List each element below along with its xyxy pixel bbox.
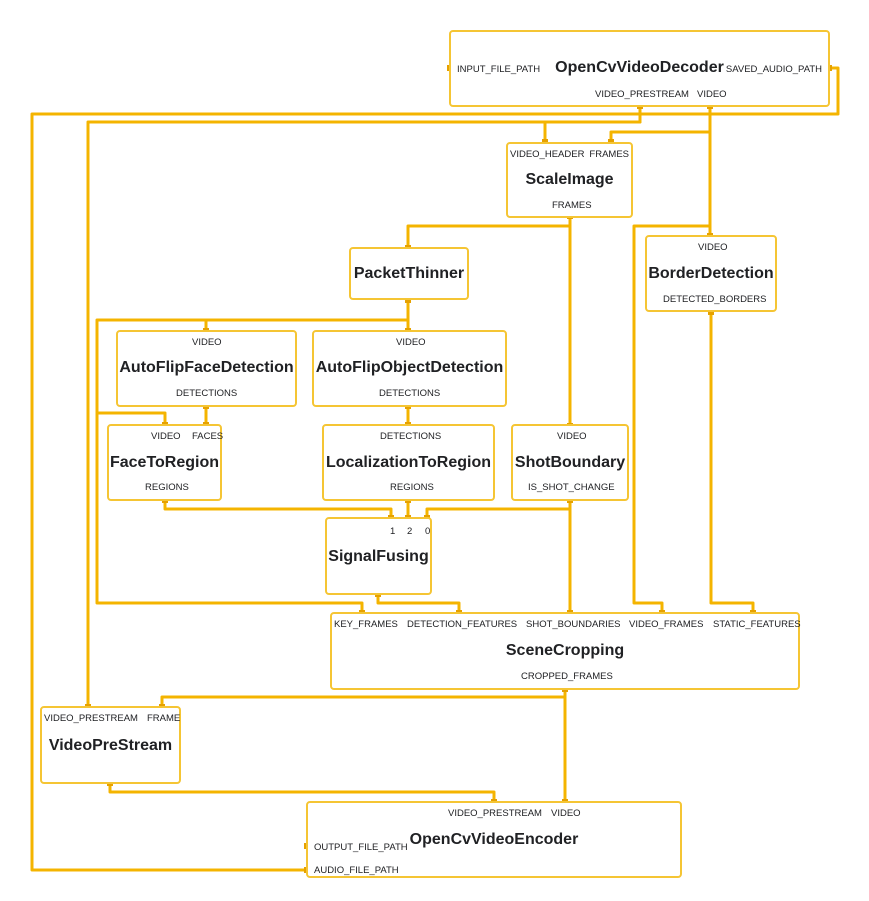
edge-video-to-scaleimage-frames <box>609 106 712 142</box>
port-video-prestream[interactable]: VIDEO_PRESTREAM <box>595 89 689 100</box>
node-video-prestream[interactable]: VIDEO_PRESTREAM FRAME VideoPreStream <box>40 706 181 784</box>
port-detections[interactable]: DETECTIONS <box>176 388 238 399</box>
edge-shotboundary-to-fusing <box>425 500 572 518</box>
port-video[interactable]: VIDEO <box>151 431 181 442</box>
port-output-file-path[interactable]: OUTPUT_FILE_PATH <box>314 842 408 853</box>
port-faces[interactable]: FACES <box>192 431 224 442</box>
port-index-1[interactable]: 1 <box>390 526 396 537</box>
node-title: BorderDetection <box>648 265 774 282</box>
edge-saved-audio-path <box>32 66 840 116</box>
edge-prestream-to-scaleimage <box>543 106 642 142</box>
port-video-prestream[interactable]: VIDEO_PRESTREAM <box>448 808 542 819</box>
port-video-header[interactable]: VIDEO_HEADER <box>510 149 585 160</box>
port-audio-file-path[interactable]: AUDIO_FILE_PATH <box>314 865 399 876</box>
edge-scaleimage-to-packetthinner <box>406 216 572 248</box>
edge-packetthinner-to-keyframes <box>95 318 364 613</box>
edge-borderdetection-to-staticfeatures <box>709 312 755 613</box>
port-detection-features[interactable]: DETECTION_FEATURES <box>407 619 518 630</box>
node-title: PacketThinner <box>353 265 465 282</box>
edge-facetoregion-to-fusing <box>163 500 393 518</box>
node-packet-thinner[interactable]: PacketThinner <box>349 247 469 300</box>
node-opencv-video-encoder[interactable]: VIDEO_PRESTREAM VIDEO OpenCvVideoEncoder… <box>306 801 682 878</box>
port-detected-borders[interactable]: DETECTED_BORDERS <box>663 294 767 305</box>
node-title: ScaleImage <box>525 171 614 188</box>
port-input-file-path[interactable]: INPUT_FILE_PATH <box>457 64 541 75</box>
node-title: LocalizationToRegion <box>325 454 492 471</box>
node-title: SignalFusing <box>328 548 429 565</box>
node-autoflip-face-detection[interactable]: VIDEO AutoFlipFaceDetection DETECTIONS <box>116 330 297 407</box>
port-shot-boundaries[interactable]: SHOT_BOUNDARIES <box>526 619 621 630</box>
port-index-2[interactable]: 2 <box>407 526 413 537</box>
node-title: SceneCropping <box>505 642 625 659</box>
port-video[interactable]: VIDEO <box>697 89 727 100</box>
port-video-prestream[interactable]: VIDEO_PRESTREAM <box>44 713 138 724</box>
node-title: FaceToRegion <box>109 454 220 471</box>
port-static-features[interactable]: STATIC_FEATURES <box>713 619 801 630</box>
port-video[interactable]: VIDEO <box>192 337 222 348</box>
node-scene-cropping[interactable]: KEY_FRAMES DETECTION_FEATURES SHOT_BOUND… <box>330 612 801 690</box>
port-frame[interactable]: FRAME <box>147 713 181 724</box>
node-shot-boundary[interactable]: VIDEO ShotBoundary IS_SHOT_CHANGE <box>511 424 629 501</box>
port-dot <box>708 309 714 315</box>
node-localization-to-region[interactable]: DETECTIONS LocalizationToRegion REGIONS <box>322 424 495 501</box>
port-index-0[interactable]: 0 <box>425 526 431 537</box>
edge-video-to-scenecropping-videoframes <box>632 132 712 613</box>
port-is-shot-change[interactable]: IS_SHOT_CHANGE <box>528 482 615 493</box>
port-video[interactable]: VIDEO <box>557 431 587 442</box>
port-saved-audio-path[interactable]: SAVED_AUDIO_PATH <box>725 64 822 75</box>
node-opencv-video-decoder[interactable]: OpenCvVideoDecoder INPUT_FILE_PATH SAVED… <box>449 30 830 107</box>
port-key-frames[interactable]: KEY_FRAMES <box>334 619 398 630</box>
node-title: OpenCvVideoDecoder <box>555 59 724 76</box>
edge-cropped-to-videoprestream <box>160 689 567 707</box>
node-title: AutoFlipFaceDetection <box>119 359 294 376</box>
port-video[interactable]: VIDEO <box>396 337 426 348</box>
port-detections[interactable]: DETECTIONS <box>380 431 442 442</box>
port-video-frames[interactable]: VIDEO_FRAMES <box>629 619 704 630</box>
node-scale-image[interactable]: VIDEO_HEADER FRAMES ScaleImage FRAMES <box>506 142 633 218</box>
port-frames-out[interactable]: FRAMES <box>552 200 592 211</box>
node-border-detection[interactable]: VIDEO BorderDetection DETECTED_BORDERS <box>645 235 777 312</box>
port-frames-in[interactable]: FRAMES <box>589 149 629 160</box>
edge-packetthinner-to-facetoregion <box>97 411 167 425</box>
port-dot <box>405 297 411 303</box>
edge-videoprestream-to-encoder <box>108 783 496 802</box>
port-regions[interactable]: REGIONS <box>145 482 189 493</box>
node-autoflip-object-detection[interactable]: VIDEO AutoFlipObjectDetection DETECTIONS <box>312 330 507 407</box>
node-signal-fusing[interactable]: 1 2 0 SignalFusing <box>325 517 432 595</box>
edge-fusing-to-detectionfeatures <box>376 594 461 613</box>
edges <box>30 66 840 872</box>
node-title: ShotBoundary <box>514 454 626 471</box>
port-regions[interactable]: REGIONS <box>390 482 434 493</box>
node-title: OpenCvVideoEncoder <box>409 831 579 848</box>
node-title: AutoFlipObjectDetection <box>315 359 504 376</box>
node-face-to-region[interactable]: VIDEO FACES FaceToRegion REGIONS <box>107 424 224 501</box>
node-title: VideoPreStream <box>48 737 173 754</box>
port-cropped-frames[interactable]: CROPPED_FRAMES <box>521 671 613 682</box>
port-video[interactable]: VIDEO <box>551 808 581 819</box>
port-detections[interactable]: DETECTIONS <box>379 388 441 399</box>
port-video[interactable]: VIDEO <box>698 242 728 253</box>
edge-packetthinner-to-facedetection <box>204 300 410 331</box>
